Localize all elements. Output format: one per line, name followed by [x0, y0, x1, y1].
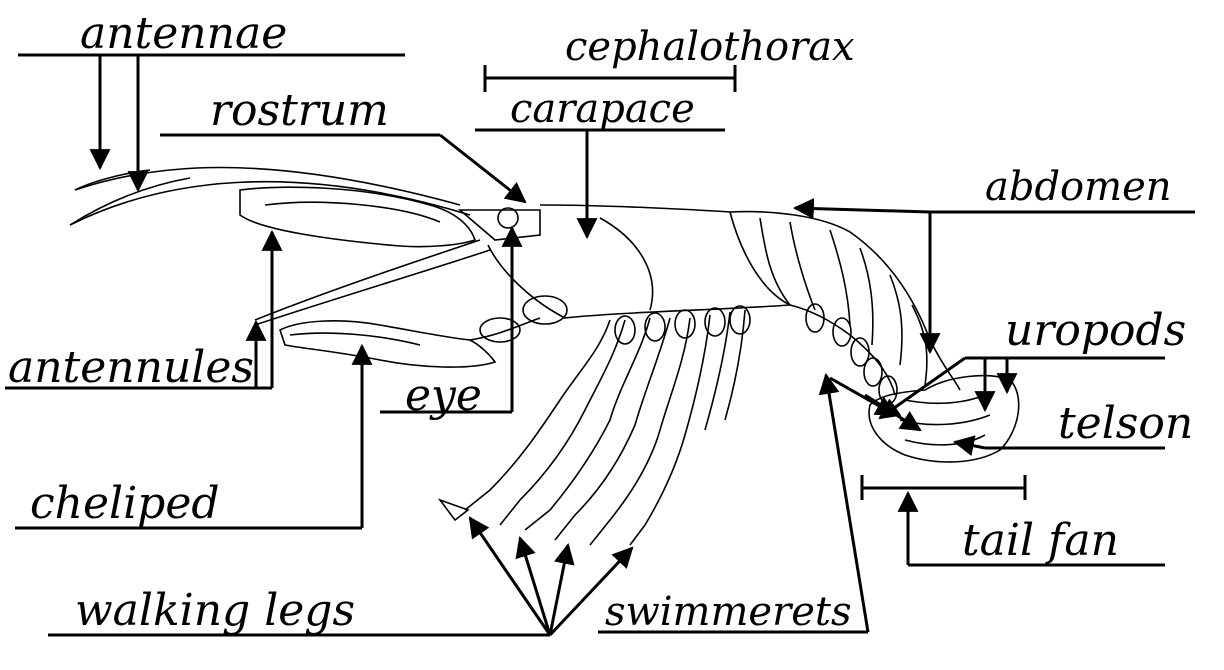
label-telson: telson — [1058, 398, 1193, 449]
label-tail-fan: tail fan — [962, 515, 1119, 566]
label-cephalothorax-group: cephalothorax — [485, 24, 855, 92]
label-walking-legs: walking legs — [75, 585, 355, 636]
label-carapace: carapace — [510, 86, 695, 132]
label-rostrum: rostrum — [210, 85, 389, 136]
label-antennules: antennules — [8, 342, 254, 393]
label-uropods: uropods — [1005, 305, 1186, 356]
label-eye-group: eye — [380, 228, 512, 421]
label-antennae: antennae — [80, 8, 287, 59]
label-carapace-group: carapace — [475, 86, 725, 237]
label-swimmerets: swimmerets — [605, 589, 851, 635]
label-abdomen: abdomen — [985, 164, 1172, 210]
label-cheliped: cheliped — [30, 478, 220, 529]
label-antennules-group: antennules — [5, 232, 272, 393]
label-tail-fan-group: tail fan — [862, 475, 1165, 566]
label-walking-legs-group: walking legs — [48, 518, 632, 636]
label-cephalothorax: cephalothorax — [565, 24, 855, 70]
